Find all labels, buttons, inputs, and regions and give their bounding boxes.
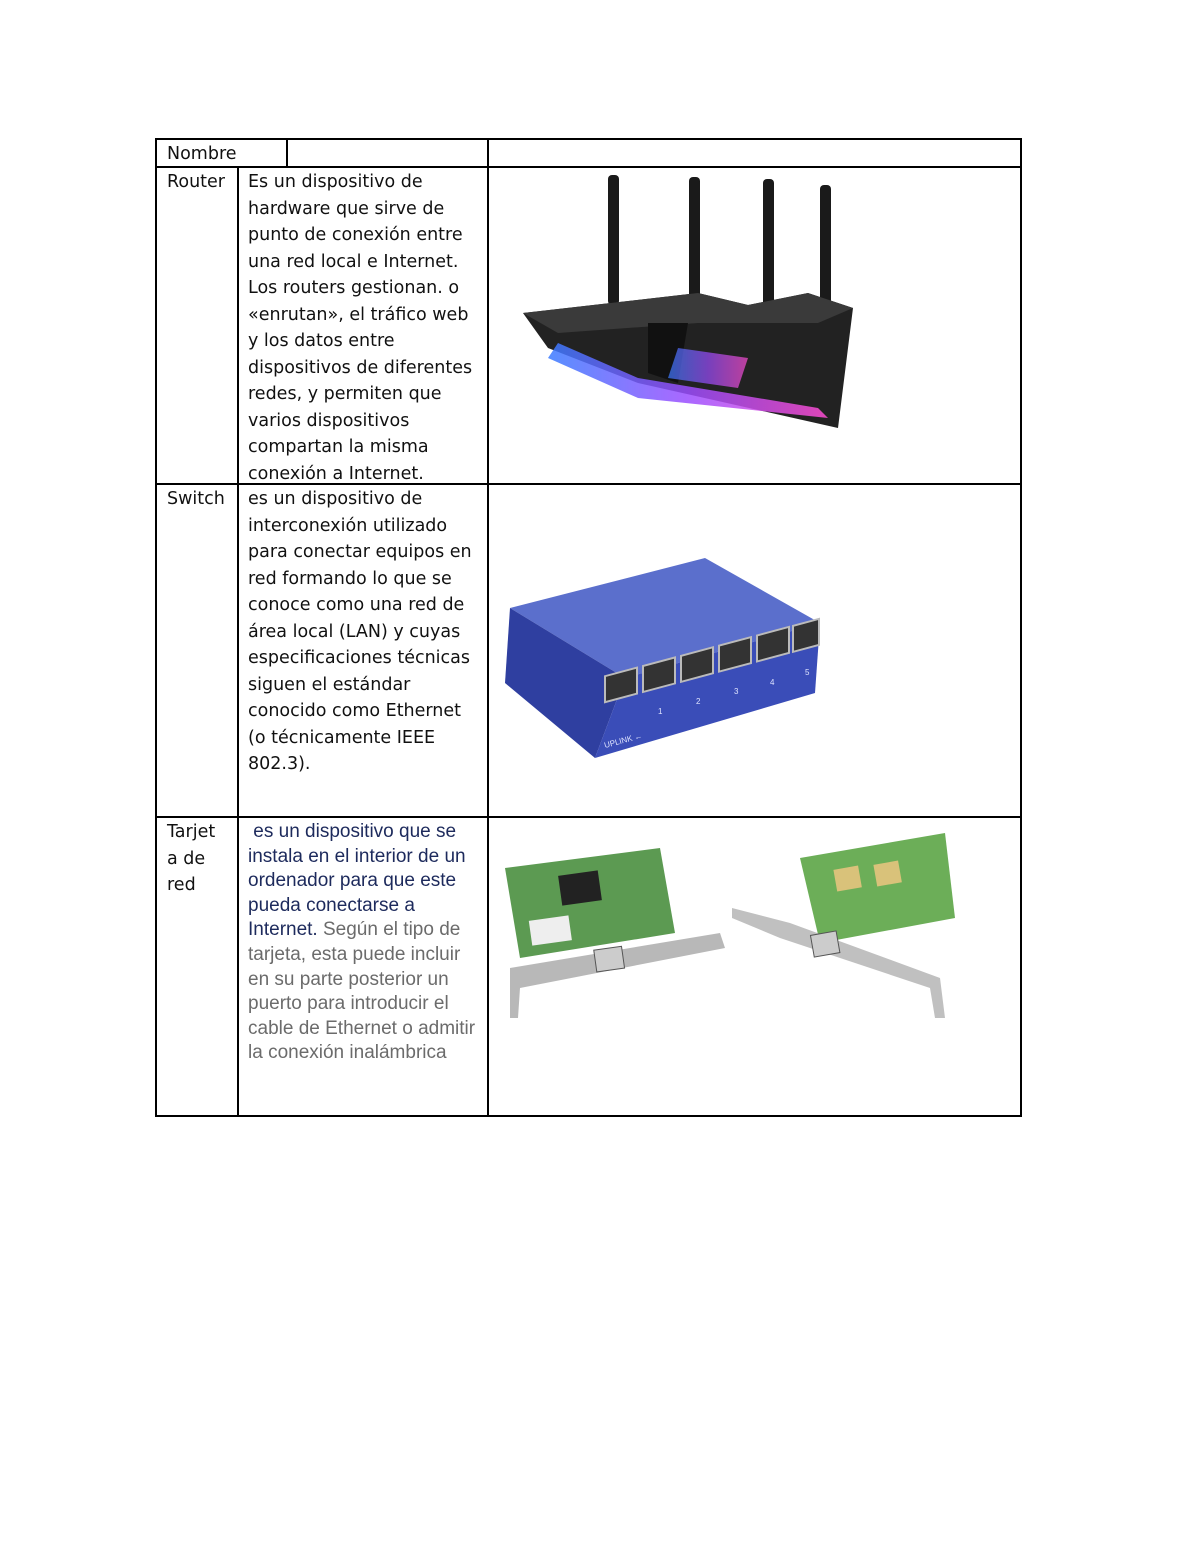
row-description-network-card: es un dispositivo que se instala en el i… bbox=[248, 820, 484, 1066]
device-table: Nombre Router Es un dispositivo de hardw… bbox=[155, 138, 1022, 1117]
network-card-image bbox=[505, 833, 955, 1018]
header-divider bbox=[155, 166, 1022, 168]
description-part-2: Según el tipo de tarjeta, esta puede inc… bbox=[248, 919, 481, 1064]
row-description-router: Es un dispositivo de hardware que sirve … bbox=[248, 172, 473, 484]
description-part-1: es un dispositivo que se instala en el i… bbox=[248, 821, 471, 941]
network-switch-image: 1 2 3 4 5 UPLINK ← bbox=[505, 558, 820, 758]
row-name-line-1: Tarjet bbox=[167, 822, 216, 842]
col-divider-1 bbox=[237, 166, 239, 1117]
switch-port-label-4: 4 bbox=[770, 678, 775, 687]
row-divider-1 bbox=[155, 483, 1022, 485]
router-image bbox=[523, 175, 853, 428]
switch-port-label-1: 1 bbox=[658, 707, 663, 716]
col-divider-2 bbox=[487, 138, 489, 1117]
row-description-switch: es un dispositivo de interconexión utili… bbox=[248, 489, 472, 774]
table-border-left bbox=[155, 138, 157, 1117]
switch-port-label-2: 2 bbox=[696, 697, 701, 706]
row-name-router: Router bbox=[167, 172, 225, 192]
row-name-network-card: Tarjet a de red bbox=[167, 819, 215, 899]
header-col-divider bbox=[286, 138, 288, 167]
table-border-top bbox=[155, 138, 1022, 140]
row-name-line-3: red bbox=[167, 875, 196, 895]
header-nombre: Nombre bbox=[167, 144, 237, 164]
table-border-right bbox=[1020, 138, 1022, 1117]
row-name-line-2: a de bbox=[167, 848, 206, 869]
table-border-bottom bbox=[155, 1115, 1022, 1117]
switch-port-label-3: 3 bbox=[734, 687, 739, 696]
switch-port-label-5: 5 bbox=[805, 668, 810, 677]
row-divider-2 bbox=[155, 816, 1022, 818]
row-name-switch: Switch bbox=[167, 489, 225, 509]
